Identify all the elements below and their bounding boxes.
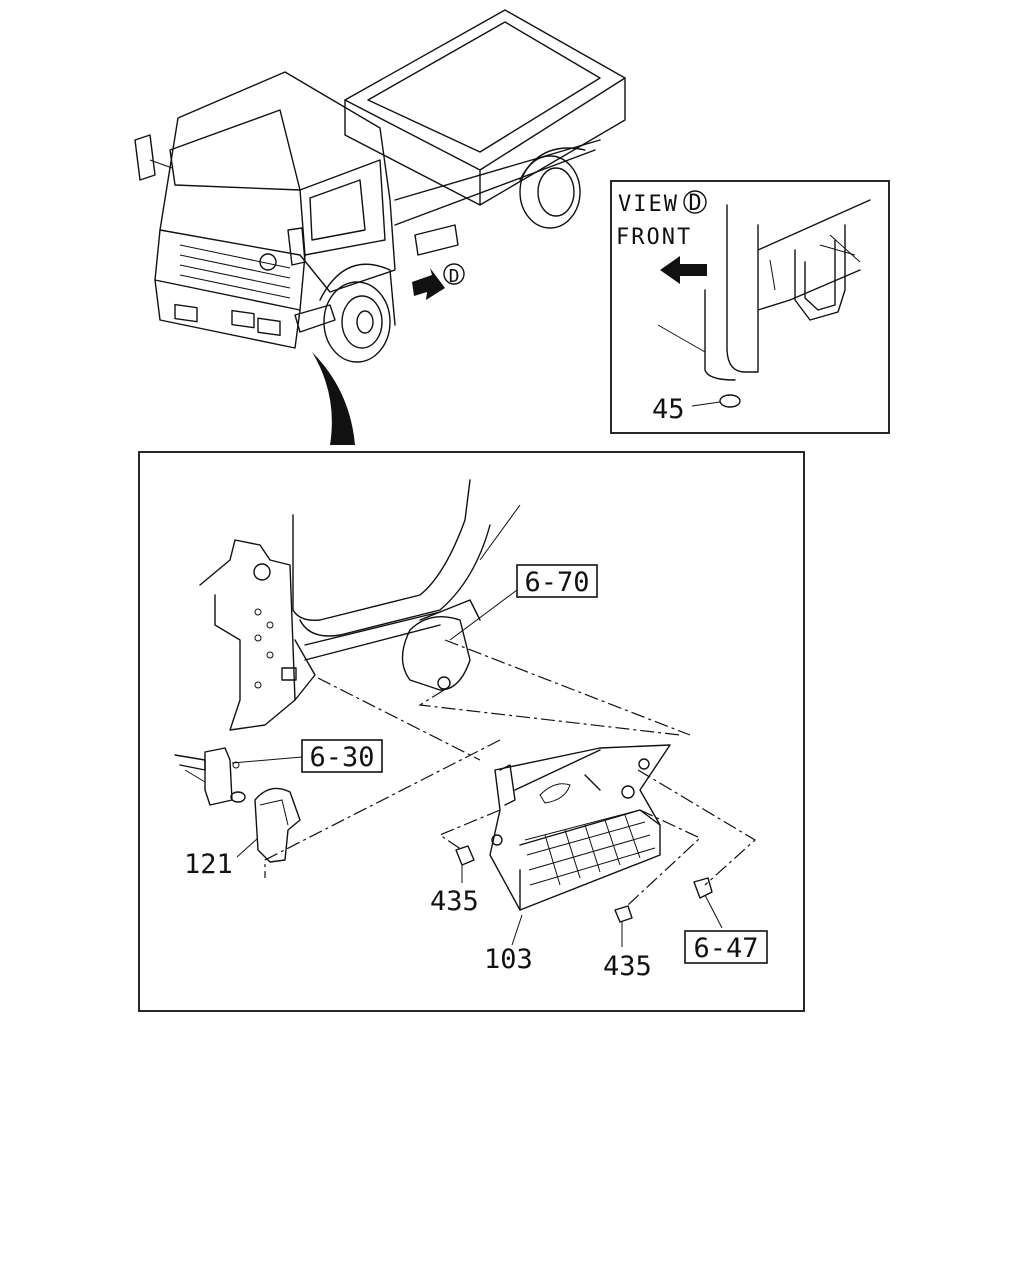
part-45-label: 45 xyxy=(652,394,685,425)
ref-box-6-47 xyxy=(684,930,768,964)
ref-6-30-label: 6-30 xyxy=(309,742,374,773)
ref-box-6-30 xyxy=(301,739,383,773)
view-d-frame xyxy=(610,180,890,434)
detail-frame xyxy=(138,451,805,1012)
detail-callout-arrow xyxy=(312,352,355,445)
ref-6-47-label: 6-47 xyxy=(693,933,758,964)
view-marker-d: D xyxy=(449,266,460,287)
front-label: FRONT xyxy=(616,225,692,250)
view-marker-circle xyxy=(443,263,465,285)
ref-6-70-label: 6-70 xyxy=(524,567,589,598)
part-103-label: 103 xyxy=(484,944,533,975)
screw-right-icon xyxy=(614,905,633,923)
view-d-panel: VIEW D FRONT 45 xyxy=(610,180,890,434)
view-marker: D xyxy=(688,191,701,216)
ref-box-6-70 xyxy=(516,564,598,598)
view-circle-icon xyxy=(683,190,707,214)
part-435-right-label: 435 xyxy=(603,951,652,982)
part-435-left-label: 435 xyxy=(430,886,479,917)
truck-illustration: D xyxy=(134,9,626,445)
screw-left-icon xyxy=(455,845,475,866)
detail-panel: 6-70 6-30 6-47 121 435 103 435 xyxy=(138,451,805,1012)
part-121-label: 121 xyxy=(184,849,233,880)
view-label: VIEW xyxy=(618,192,679,217)
o-ring-icon xyxy=(719,394,741,408)
front-arrow-icon xyxy=(660,256,707,284)
clip-icon xyxy=(693,877,713,899)
